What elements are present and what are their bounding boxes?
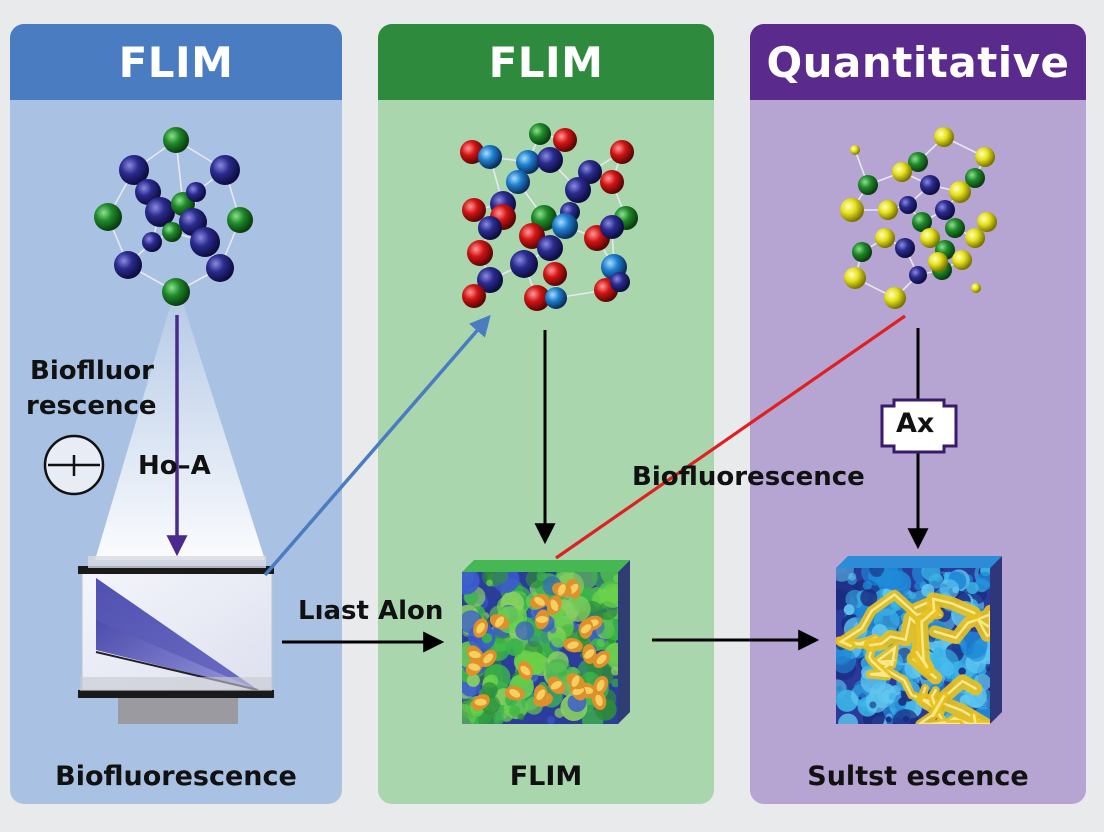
atom <box>145 197 175 227</box>
atom <box>162 278 190 306</box>
atom <box>114 251 142 279</box>
atom <box>578 160 602 184</box>
molecule-2 <box>460 123 638 311</box>
atom <box>537 147 563 173</box>
atom <box>462 198 486 222</box>
atom <box>142 232 162 252</box>
atom <box>506 170 530 194</box>
label-biofluor-line2: rescence <box>26 391 157 421</box>
label-biofluor-line1: Bioflluor <box>30 356 154 386</box>
panel-title: Quantitative <box>750 24 1086 100</box>
atom <box>610 272 630 292</box>
ax-box <box>880 398 958 454</box>
atom <box>852 242 872 262</box>
molecule-1 <box>94 127 253 306</box>
atom <box>516 150 540 174</box>
atom <box>965 168 985 188</box>
atom <box>510 250 538 278</box>
atom <box>965 228 985 248</box>
label-last-alon: Lıast Alon <box>298 596 444 626</box>
atom <box>545 287 567 309</box>
panel-footer-label: FLIM <box>509 760 583 792</box>
atom <box>162 222 182 242</box>
atom <box>949 181 971 203</box>
panel-footer-label: Biofluorescence <box>55 760 297 792</box>
atom <box>467 240 493 266</box>
atom <box>920 228 940 248</box>
atom <box>912 212 932 232</box>
atom <box>878 200 898 220</box>
atom <box>850 145 860 155</box>
panel-title: FLIM <box>378 24 714 100</box>
atom <box>565 177 591 203</box>
atom <box>908 152 928 172</box>
atom <box>920 175 940 195</box>
atom <box>478 216 502 240</box>
atom <box>190 227 220 257</box>
blue-arrow <box>263 314 491 577</box>
atom <box>928 252 948 272</box>
atom <box>94 203 122 231</box>
atom <box>478 145 502 169</box>
atom <box>537 235 563 261</box>
atom <box>884 287 906 309</box>
label-ax: Ax <box>896 408 935 439</box>
atom <box>935 200 955 220</box>
light-beam <box>95 300 265 560</box>
atom <box>610 140 634 164</box>
prism-device <box>78 556 274 724</box>
circle-minus-plus-icon <box>43 434 105 496</box>
atom <box>524 285 550 311</box>
atom <box>553 128 577 152</box>
atom <box>977 212 997 232</box>
atom <box>934 127 954 147</box>
atom <box>875 228 895 248</box>
atom <box>892 162 912 182</box>
atom <box>462 284 486 308</box>
atom <box>945 218 965 238</box>
atom <box>119 155 149 185</box>
atom <box>844 267 866 289</box>
panel-title: FLIM <box>10 24 342 100</box>
atom <box>909 266 927 284</box>
atom <box>600 170 624 194</box>
quantitative-image-cube <box>836 556 1002 724</box>
flim-image-cube <box>462 560 630 724</box>
atom <box>971 283 981 293</box>
atom <box>899 196 917 214</box>
atom <box>858 175 878 195</box>
red-laser-line <box>555 314 906 560</box>
label-ho-a: Ho–A <box>138 451 211 481</box>
atom <box>460 140 484 164</box>
atom <box>895 238 915 258</box>
atom <box>552 213 578 239</box>
atom <box>227 207 253 233</box>
atom <box>206 254 234 282</box>
atom <box>543 262 567 286</box>
label-biofluorescence-mid: Biofluorescence <box>632 462 865 492</box>
panel-footer-label: Sultst escence <box>807 760 1029 792</box>
atom <box>186 182 206 202</box>
atom <box>210 155 240 185</box>
molecule-3 <box>840 127 997 309</box>
atom <box>975 147 995 167</box>
atom <box>600 215 624 239</box>
atom <box>952 250 972 270</box>
atom <box>163 127 189 153</box>
atom <box>840 198 864 222</box>
atom <box>529 123 551 145</box>
atom <box>477 267 503 293</box>
